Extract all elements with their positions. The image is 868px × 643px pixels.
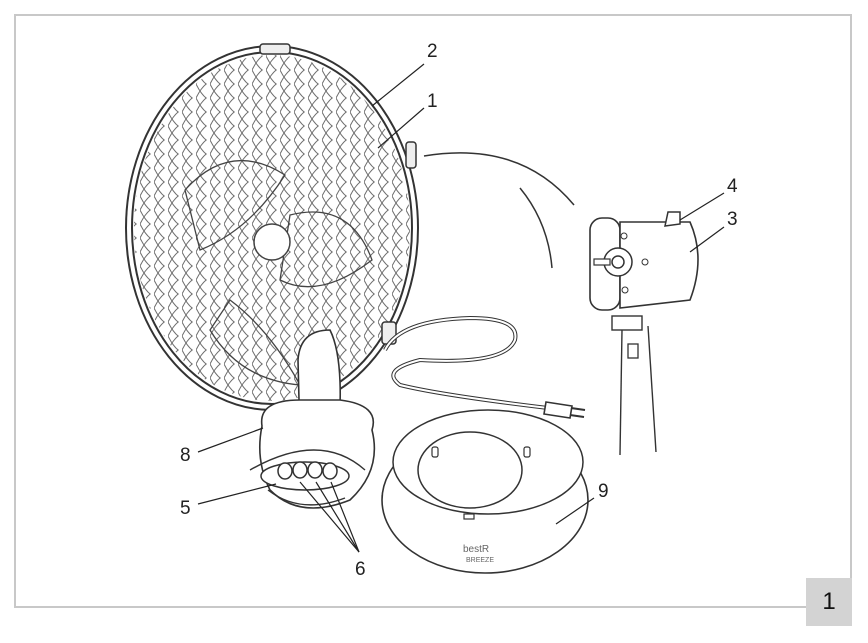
callout-4: 4 bbox=[727, 176, 738, 197]
fan-grill bbox=[125, 43, 419, 411]
callout-3: 3 bbox=[727, 209, 738, 230]
callout-1: 1 bbox=[427, 91, 438, 112]
figure-number: 1 bbox=[822, 588, 836, 615]
assembly-arc bbox=[423, 152, 575, 206]
callout-8: 8 bbox=[180, 445, 191, 466]
fan-base bbox=[249, 329, 376, 509]
leader-lines bbox=[197, 63, 725, 553]
logo-line-2: BREEZE bbox=[466, 557, 494, 564]
power-cable bbox=[383, 315, 586, 419]
callout-6: 6 bbox=[355, 559, 366, 580]
assembly-arc-2 bbox=[519, 187, 553, 269]
callout-9: 9 bbox=[598, 481, 609, 502]
remote-control: bestR BREEZE bbox=[381, 409, 589, 574]
logo-line-1: bestR bbox=[463, 544, 489, 555]
callout-5: 5 bbox=[180, 498, 191, 519]
callout-2: 2 bbox=[427, 41, 438, 62]
motor-housing bbox=[589, 211, 699, 456]
speed-buttons bbox=[277, 461, 338, 480]
figure-number-badge: 1 bbox=[806, 578, 852, 626]
